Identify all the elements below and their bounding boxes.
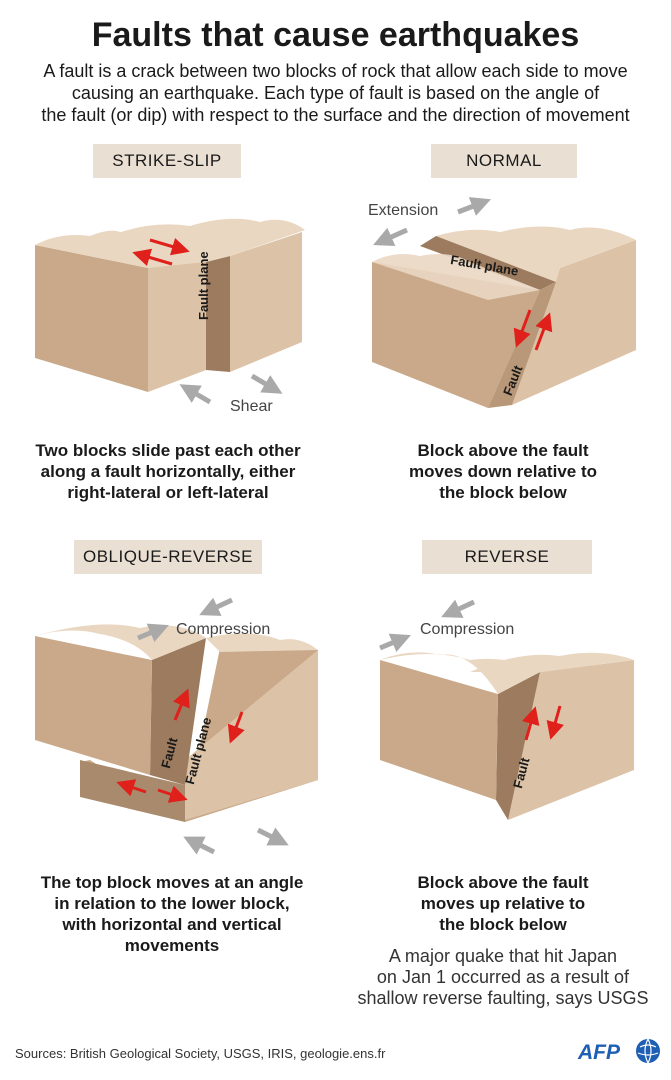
red-arrow: [149, 237, 190, 256]
strike-slip-diagram: [35, 218, 305, 405]
desc-line: Block above the fault: [417, 873, 589, 892]
desc-line: Two blocks slide past each other: [35, 441, 301, 460]
desc-line: the block below: [439, 483, 567, 502]
intro-line: A fault is a crack between two blocks of…: [43, 61, 628, 81]
desc-line: in relation to the lower block,: [54, 894, 290, 913]
force-label-extension: Extension: [368, 202, 439, 219]
note-line: on Jan 1 occurred as a result of: [376, 967, 630, 987]
force-label-shear: Shear: [230, 398, 273, 415]
red-arrow: [157, 785, 188, 803]
red-arrow: [546, 705, 564, 740]
grey-arrow: [256, 827, 289, 846]
desc-line: The top block moves at an angle: [40, 873, 304, 892]
grey-arrow: [137, 623, 169, 643]
red-arrow: [534, 312, 553, 351]
label-strike-slip: STRIKE-SLIP: [93, 144, 241, 178]
red-arrow: [227, 711, 245, 744]
label-reverse: REVERSE: [422, 540, 592, 574]
desc-line: Block above the fault: [417, 441, 589, 460]
grey-arrow: [373, 227, 409, 247]
desc-line: moves down relative to: [409, 462, 597, 481]
fault-plane-label: Fault plane: [196, 251, 211, 320]
desc-line: right-lateral or left-lateral: [67, 483, 269, 502]
force-label-compression: Compression: [176, 621, 271, 638]
label-oblique-reverse: OBLIQUE-REVERSE: [74, 540, 262, 574]
grey-arrow: [183, 836, 216, 855]
red-arrow: [522, 706, 540, 741]
intro-line: causing an earthquake. Each type of faul…: [71, 83, 600, 103]
red-arrow: [513, 309, 532, 348]
desc-line: with horizontal and vertical: [62, 915, 282, 934]
desc-line: movements: [124, 936, 220, 955]
label-normal: NORMAL: [431, 144, 577, 178]
afp-logo-text: AFP: [577, 1041, 621, 1064]
note-line: shallow reverse faulting, says USGS: [357, 988, 649, 1008]
force-label-compression: Compression: [420, 621, 515, 638]
red-arrow: [116, 779, 147, 797]
oblique-reverse-diagram: [35, 597, 318, 855]
sources: Sources: British Geological Society, USG…: [15, 1046, 386, 1061]
desc-normal: Block above the fault moves down relativ…: [370, 440, 636, 503]
japan-note: A major quake that hit Japan on Jan 1 oc…: [348, 946, 658, 1009]
grey-arrow: [457, 197, 492, 216]
desc-strike-slip: Two blocks slide past each other along a…: [18, 440, 318, 503]
intro-text: A fault is a crack between two blocks of…: [10, 60, 661, 126]
afp-globe-icon: [636, 1039, 660, 1063]
desc-oblique-reverse: The top block moves at an angle in relat…: [18, 872, 326, 956]
page-title: Faults that cause earthquakes: [91, 16, 580, 54]
grey-arrow: [250, 373, 283, 394]
desc-line: moves up relative to: [420, 894, 586, 913]
reverse-diagram: [379, 599, 634, 820]
red-arrow: [173, 688, 190, 721]
normal-diagram: [372, 197, 636, 408]
desc-line: the block below: [439, 915, 567, 934]
grey-arrow: [199, 597, 234, 616]
intro-line: the fault (or dip) with respect to the s…: [41, 105, 630, 125]
note-line: A major quake that hit Japan: [388, 946, 618, 966]
desc-reverse: Block above the fault moves up relative …: [370, 872, 636, 935]
grey-arrow: [441, 599, 476, 618]
grey-arrow: [379, 633, 411, 653]
grey-arrow: [179, 384, 212, 405]
desc-line: along a fault horizontally, either: [40, 462, 296, 481]
red-arrow: [132, 248, 173, 267]
afp-logo: AFP: [577, 1038, 660, 1064]
